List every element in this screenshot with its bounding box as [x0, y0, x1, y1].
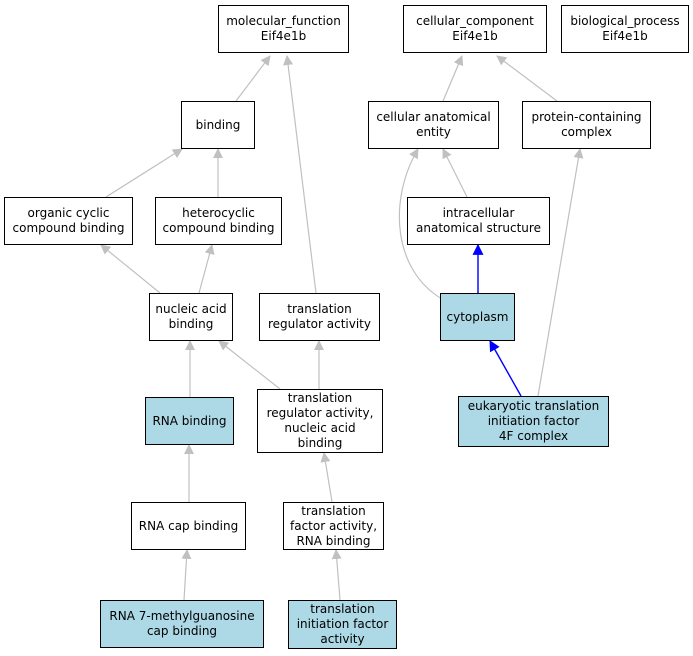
- node-organic-cyclic-compound-binding[interactable]: organic cyclic compound binding: [4, 197, 133, 245]
- edge-rna-7mg-to-rna-cap: [181, 549, 192, 601]
- node-intracellular-anatomical-structure[interactable]: intracellular anatomical structure: [407, 197, 550, 245]
- edge-cytoplasm-to-cellular-anatomical: [398, 148, 443, 300]
- edge-translation-initiation-to-translation-factor-rna: [331, 549, 342, 601]
- node-biological-process[interactable]: biological_process Eif4e1b: [561, 5, 689, 53]
- edge-translation-reg-nucleic-to-nucleic-acid: [218, 340, 281, 390]
- edge-translation-factor-rna-to-translation-reg-nucleic: [320, 452, 333, 503]
- node-rna-cap-binding[interactable]: RNA cap binding: [131, 502, 246, 550]
- node-binding[interactable]: binding: [181, 101, 255, 149]
- node-cellular-component[interactable]: cellular_component Eif4e1b: [403, 5, 547, 53]
- node-eukaryotic-translation-initiation-factor-4f-complex[interactable]: eukaryotic translation initiation factor…: [458, 396, 609, 447]
- node-nucleic-acid-binding[interactable]: nucleic acid binding: [149, 293, 233, 341]
- node-translation-factor-activity-rna-binding[interactable]: translation factor activity, RNA binding: [283, 502, 384, 550]
- node-protein-containing-complex[interactable]: protein-containing complex: [522, 101, 651, 149]
- node-molecular-function[interactable]: molecular_function Eif4e1b: [218, 5, 349, 53]
- edge-binding-to-molecular-function: [235, 55, 271, 102]
- edge-organic-cyclic-to-binding: [105, 148, 183, 198]
- node-translation-initiation-factor-activity[interactable]: translation initiation factor activity: [288, 600, 397, 649]
- node-heterocyclic-compound-binding[interactable]: heterocyclic compound binding: [155, 197, 282, 245]
- edge-protein-complex-to-cellular-component: [496, 55, 558, 102]
- node-cytoplasm[interactable]: cytoplasm: [440, 293, 515, 341]
- node-cellular-anatomical-entity[interactable]: cellular anatomical entity: [368, 101, 499, 149]
- edge-nucleic-acid-to-organic-cyclic: [100, 244, 161, 294]
- node-rna-binding[interactable]: RNA binding: [145, 397, 234, 445]
- edge-intracellular-to-cellular-anatomical: [442, 148, 468, 198]
- edge-nucleic-acid-to-heterocyclic: [198, 244, 215, 294]
- edge-cellular-anatomical-to-cellular-component: [442, 55, 464, 102]
- node-translation-regulator-activity-nucleic-acid-binding[interactable]: translation regulator activity, nucleic …: [257, 389, 383, 453]
- edge-eif4f-to-protein-complex: [537, 148, 584, 397]
- node-translation-regulator-activity[interactable]: translation regulator activity: [259, 293, 380, 341]
- node-rna-7-methylguanosine-cap-binding[interactable]: RNA 7-methylguanosine cap binding: [100, 600, 264, 648]
- edge-translation-regulator-to-molecular-function: [283, 55, 317, 294]
- edge-eif4f-to-cytoplasm: [489, 340, 522, 397]
